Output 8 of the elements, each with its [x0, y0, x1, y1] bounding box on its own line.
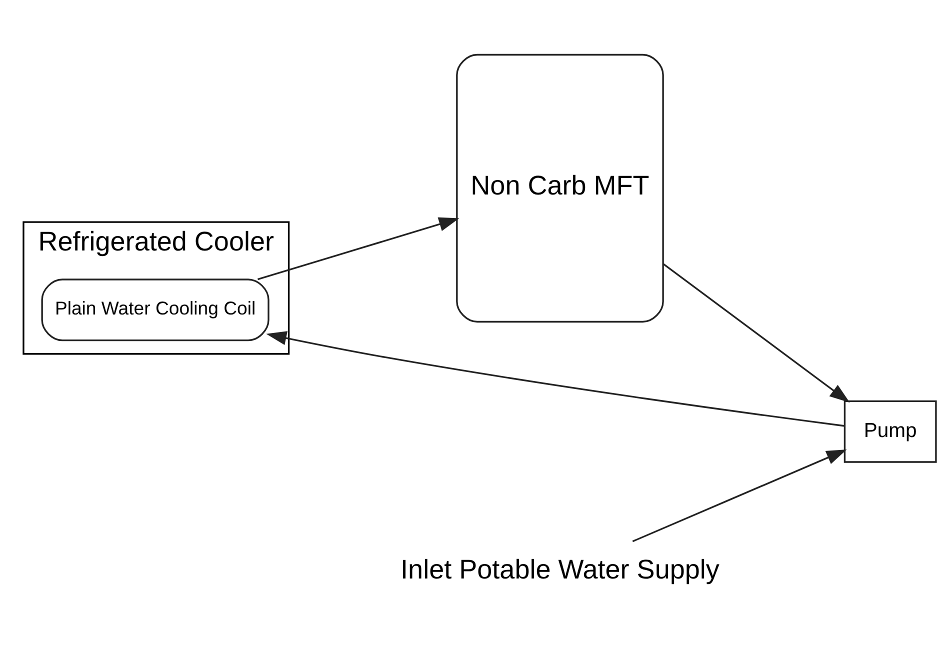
node-box: Pump: [844, 400, 937, 463]
arrow: [257, 217, 460, 280]
arrow: [266, 331, 844, 427]
node-box: Plain Water Cooling Coil: [41, 278, 270, 342]
node-text: Inlet Potable Water Supply: [400, 554, 720, 584]
arrow: [632, 450, 847, 542]
node-box: Non Carb MFT: [456, 54, 664, 323]
arrow: [662, 263, 850, 403]
